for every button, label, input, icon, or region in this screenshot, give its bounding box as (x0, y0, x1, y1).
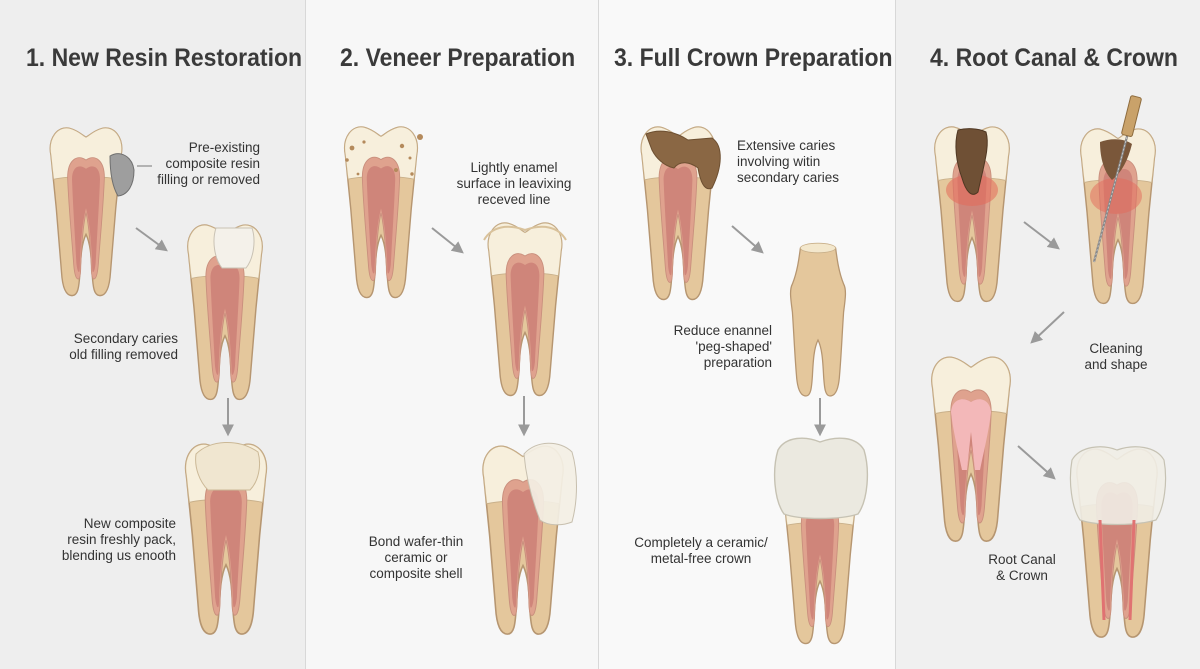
label-new-composite: New composite resin freshly pack, blendi… (61, 516, 176, 563)
arrow-icon (135, 227, 168, 252)
label-peg-shaped: Reduce enannel 'peg-shaped' preparation (673, 323, 772, 370)
tooth-pre-existing-filling (49, 127, 135, 297)
tooth-root-canal-crowned (1069, 446, 1167, 638)
arrow-icon (1023, 221, 1060, 250)
panel-divider (895, 0, 896, 669)
panel-title: 1. New Resin Restoration (26, 44, 303, 72)
panel-title: 2. Veneer Preparation (340, 44, 576, 72)
panel-title: 4. Root Canal & Crown (930, 44, 1178, 72)
tooth-peg-shaped-prep (789, 242, 847, 397)
tooth-cleaned-canals (931, 356, 1011, 542)
tooth-full-crown (773, 437, 869, 645)
tooth-with-veneer-shell (482, 442, 577, 635)
label-cleaning-shape: Cleaning and shape (1084, 341, 1148, 372)
panel-divider (598, 0, 599, 669)
label-bond-shell: Bond wafer-thin ceramic or composite she… (368, 534, 464, 581)
label-lightly-enamel: Lightly enamel surface in leavixing rece… (456, 160, 572, 207)
label-pre-existing-filling: Pre-existing composite resin filling or … (157, 140, 260, 187)
tooth-filling-removed (187, 224, 263, 401)
arrow-icon (431, 227, 464, 254)
panel-divider (305, 0, 306, 669)
tooth-stained-enamel (343, 126, 423, 299)
tooth-extensive-caries (640, 126, 721, 301)
label-secondary-caries: Secondary caries old filling removed (69, 331, 178, 362)
panel-title: 3. Full Crown Preparation (614, 44, 893, 72)
label-ceramic-crown: Completely a ceramic/ metal-free crown (634, 535, 768, 566)
tooth-with-endodontic-file (1080, 95, 1156, 305)
tooth-lightly-reduced (483, 222, 567, 397)
label-root-canal-crown: Root Canal & Crown (988, 552, 1056, 583)
tooth-inflamed-pulp (934, 126, 1010, 303)
arrow-icon (1017, 445, 1056, 480)
arrow-icon (731, 225, 764, 254)
tooth-new-composite (184, 441, 268, 635)
arrow-icon (1030, 311, 1065, 344)
label-extensive-caries: Extensive caries involving witin seconda… (737, 138, 840, 185)
